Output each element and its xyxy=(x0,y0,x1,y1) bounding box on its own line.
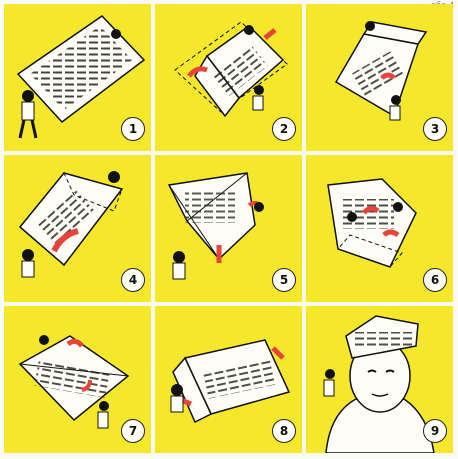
step-number-7: 7 xyxy=(121,419,145,443)
person-head-2 xyxy=(111,29,121,39)
person-body xyxy=(22,102,34,120)
step-number-6: 6 xyxy=(423,268,447,292)
step-panel-9: 9 xyxy=(306,306,453,453)
person-head xyxy=(22,90,34,102)
step-number-4: 4 xyxy=(121,268,145,292)
step-number-5: 5 xyxy=(272,268,296,292)
step-panel-8: 8 xyxy=(155,306,302,453)
step-number-9: 9 xyxy=(423,419,447,443)
step-panel-3: 3 xyxy=(306,4,453,151)
fold-arrow-2 xyxy=(265,30,275,38)
fold-arrow xyxy=(382,75,394,78)
step-panel-1: 1 xyxy=(4,4,151,151)
step-panel-2: 2 xyxy=(155,4,302,151)
step-panel-5: 5 xyxy=(155,155,302,302)
step-number-1: 1 xyxy=(121,117,145,141)
step-panel-7: 7 xyxy=(4,306,151,453)
step-panel-6: 6 xyxy=(306,155,453,302)
step-number-2: 2 xyxy=(272,117,296,141)
step-panel-4: 4 xyxy=(4,155,151,302)
step-number-8: 8 xyxy=(272,419,296,443)
step-number-3: 3 xyxy=(423,117,447,141)
panel-grid: 1 2 xyxy=(4,4,454,455)
fold-arrow-2 xyxy=(384,232,398,235)
fold-arrow xyxy=(273,348,283,358)
